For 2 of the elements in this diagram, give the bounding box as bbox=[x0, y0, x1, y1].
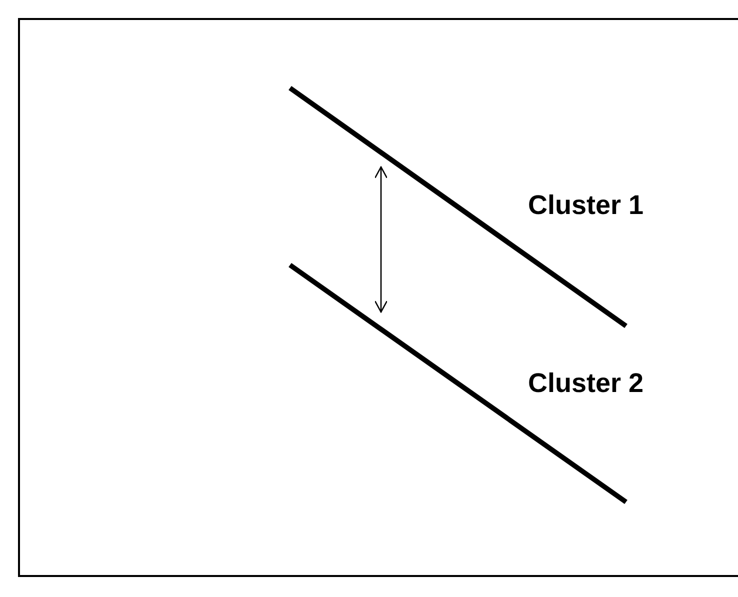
cluster-label: Cluster 2 bbox=[528, 368, 644, 399]
cluster-label: Cluster 1 bbox=[528, 190, 644, 221]
